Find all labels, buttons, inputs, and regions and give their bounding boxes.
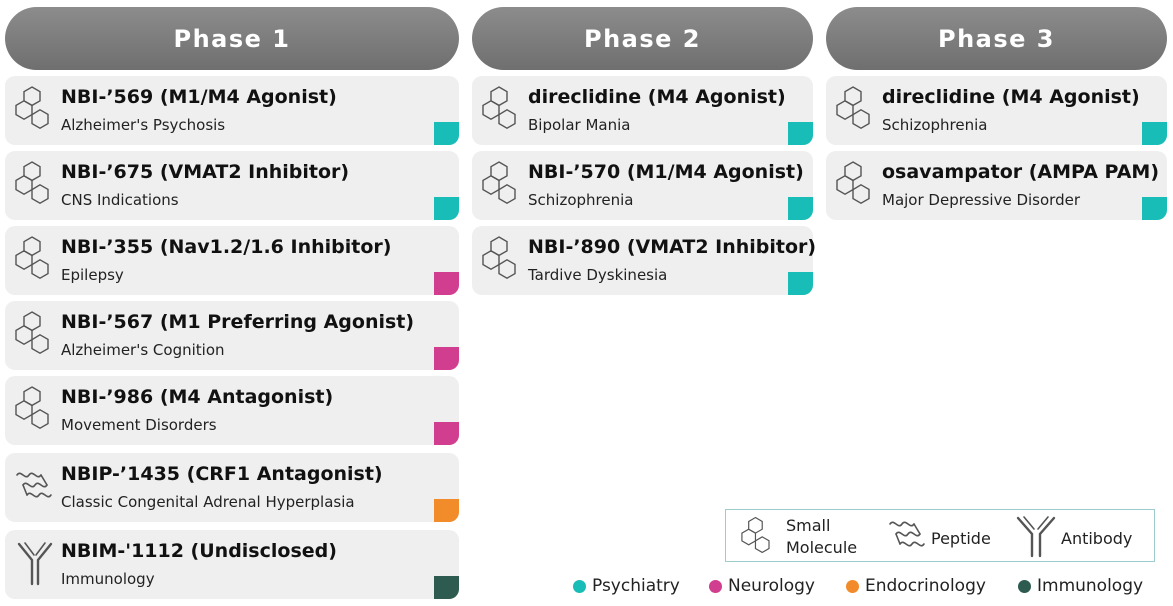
legend-small-molecule-line1: Small (786, 516, 831, 535)
phase-2-header: Phase 2 (472, 7, 813, 70)
indication-label: Bipolar Mania (528, 116, 631, 134)
pipeline-card: direclidine (M4 Agonist) Bipolar Mania (472, 76, 813, 145)
antibody-icon (1016, 516, 1056, 558)
legend-antibody: Antibody (1061, 529, 1133, 548)
therapeutic-area-tag (788, 122, 813, 145)
drug-title: direclidine (M4 Agonist) (528, 86, 786, 108)
therapeutic-area-tag (434, 272, 459, 295)
indication-label: Alzheimer's Psychosis (61, 116, 226, 134)
drug-title: NBIM-'1112 (Undisclosed) (61, 540, 337, 562)
pipeline-card: NBIP-’1435 (CRF1 Antagonist) Classic Cong… (5, 453, 459, 522)
peptide-icon (16, 472, 52, 498)
therapeutic-area-tag (434, 576, 459, 599)
small-molecule-icon (482, 86, 516, 130)
therapeutic-area-tag (434, 347, 459, 370)
small-molecule-icon (15, 86, 49, 130)
therapeutic-area-tag (1142, 122, 1167, 145)
indication-label: Movement Disorders (61, 416, 217, 434)
small-molecule-icon (836, 86, 870, 130)
pipeline-card: osavampator (AMPA PAM) Major Depressive D… (826, 151, 1167, 220)
pipeline-card: NBI-’567 (M1 Preferring Agonist) Alzheime… (5, 301, 459, 370)
small-molecule-icon (836, 161, 870, 205)
pipeline-card: NBI-’570 (M1/M4 Agonist) Schizophrenia (472, 151, 813, 220)
therapeutic-area-tag (434, 422, 459, 445)
legend-peptide: Peptide (931, 529, 991, 548)
indication-label: CNS Indications (61, 191, 179, 209)
indication-label: Major Depressive Disorder (882, 191, 1080, 209)
pipeline-card: NBIM-'1112 (Undisclosed) Immunology (5, 530, 459, 599)
small-molecule-icon (741, 516, 770, 554)
neurology-dot (709, 579, 722, 593)
therapeutic-area-tag (434, 499, 459, 522)
drug-title: direclidine (M4 Agonist) (882, 86, 1140, 108)
legend-psychiatry-label: Psychiatry (592, 576, 680, 596)
legend-small-molecule-line2: Molecule (786, 538, 858, 557)
indication-label: Immunology (61, 570, 155, 588)
indication-label: Epilepsy (61, 266, 124, 284)
legend-neurology-label: Neurology (728, 576, 815, 596)
pipeline-card: direclidine (M4 Agonist) Schizophrenia (826, 76, 1167, 145)
phase-3-header: Phase 3 (826, 7, 1167, 70)
drug-title: NBIP-’1435 (CRF1 Antagonist) (61, 463, 383, 485)
legend-endocrinology-label: Endocrinology (865, 576, 986, 596)
peptide-icon (889, 521, 925, 547)
pipeline-card: NBI-’355 (Nav1.2/1.6 Inhibitor) Epilepsy (5, 226, 459, 295)
small-molecule-icon (15, 386, 49, 430)
therapeutic-area-tag (434, 197, 459, 220)
small-molecule-icon (482, 236, 516, 280)
drug-title: NBI-’569 (M1/M4 Agonist) (61, 86, 337, 108)
antibody-icon (17, 542, 53, 586)
indication-label: Schizophrenia (528, 191, 634, 209)
small-molecule-icon (15, 236, 49, 280)
indication-label: Classic Congenital Adrenal Hyperplasia (61, 493, 355, 511)
drug-title: NBI-’986 (M4 Antagonist) (61, 386, 334, 408)
therapeutic-area-tag (434, 122, 459, 145)
therapeutic-area-tag (788, 197, 813, 220)
drug-title: NBI-’890 (VMAT2 Inhibitor) (528, 236, 817, 258)
small-molecule-icon (15, 311, 49, 355)
small-molecule-icon (482, 161, 516, 205)
drug-title: NBI-’355 (Nav1.2/1.6 Inhibitor) (61, 236, 392, 258)
drug-title: NBI-’567 (M1 Preferring Agonist) (61, 311, 415, 333)
legend-endocrinology: Endocrinology (846, 574, 986, 598)
drug-title: osavampator (AMPA PAM) (882, 161, 1160, 183)
small-molecule-icon (15, 161, 49, 205)
drug-title: NBI-’675 (VMAT2 Inhibitor) (61, 161, 350, 183)
legend-neurology: Neurology (709, 574, 815, 598)
legend-immunology-label: Immunology (1037, 576, 1144, 596)
drug-title: NBI-’570 (M1/M4 Agonist) (528, 161, 804, 183)
pipeline-card: NBI-’890 (VMAT2 Inhibitor) Tardive Dyskin… (472, 226, 817, 295)
indication-label: Schizophrenia (882, 116, 988, 134)
endocrinology-dot (846, 579, 859, 593)
pipeline-card: NBI-’986 (M4 Antagonist) Movement Disorde… (5, 376, 459, 445)
modality-legend: Small Molecule Peptide Antibody (725, 509, 1155, 562)
pipeline-card: NBI-’675 (VMAT2 Inhibitor) CNS Indication… (5, 151, 459, 220)
phase-1-header: Phase 1 (5, 7, 459, 70)
therapeutic-area-tag (1142, 197, 1167, 220)
psychiatry-dot (573, 579, 586, 593)
pipeline-card: NBI-’569 (M1/M4 Agonist) Alzheimer's Psyc… (5, 76, 459, 145)
therapeutic-area-tag (788, 272, 813, 295)
indication-label: Alzheimer's Cognition (61, 341, 225, 359)
legend-psychiatry: Psychiatry (573, 574, 680, 598)
indication-label: Tardive Dyskinesia (528, 266, 668, 284)
legend-immunology: Immunology (1018, 574, 1143, 598)
immunology-dot (1018, 579, 1031, 593)
